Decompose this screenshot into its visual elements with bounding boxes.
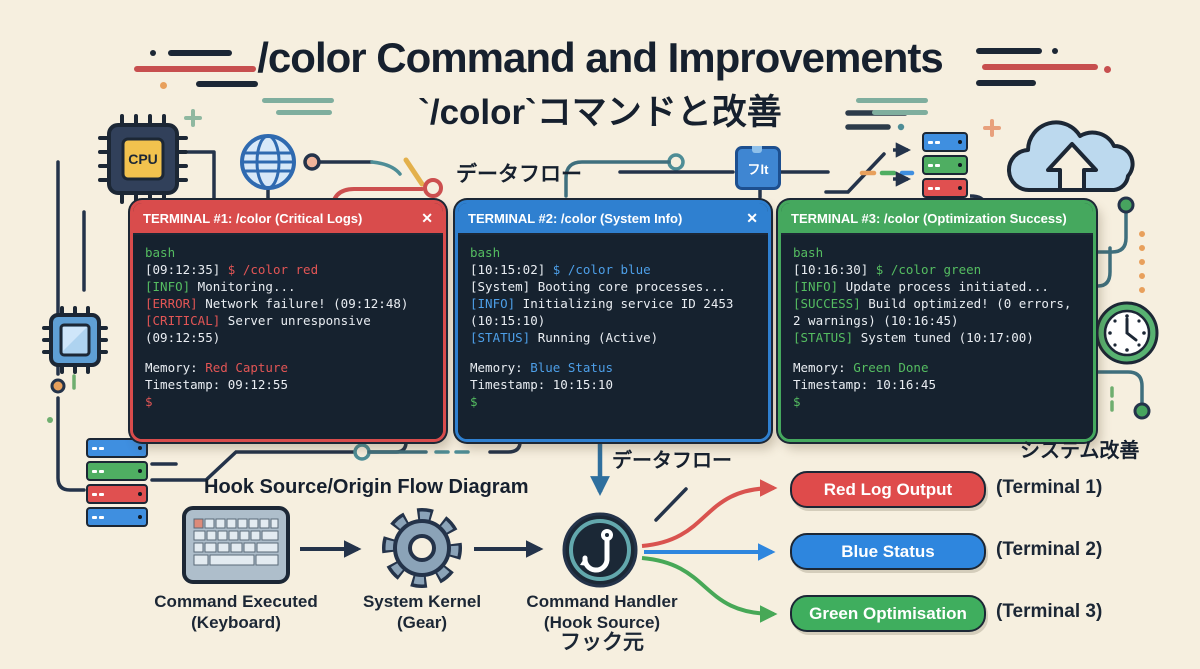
dataflow-label-bottom: データフロー bbox=[612, 450, 732, 472]
top-middle-connectors bbox=[184, 109, 1001, 205]
top-left-connectors bbox=[303, 153, 443, 214]
terminal-title: TERMINAL #1: /color (Critical Logs) bbox=[143, 210, 363, 226]
title-deco-line bbox=[976, 48, 1042, 54]
title-deco-line bbox=[168, 50, 232, 56]
cpu-chip-icon: CPU bbox=[98, 114, 188, 204]
mid-connectors bbox=[353, 428, 522, 461]
hook-to-red-arrow bbox=[641, 479, 778, 548]
red-log-output-pill[interactable]: Red Log Output bbox=[790, 471, 986, 508]
flow-diagram-heading: Hook Source/Origin Flow Diagram bbox=[204, 476, 529, 498]
title-deco-line bbox=[976, 80, 1036, 86]
server-stack-icon bbox=[922, 132, 968, 198]
close-icon[interactable]: ✕ bbox=[746, 209, 758, 226]
dataflow-pointer-line bbox=[654, 487, 688, 522]
title-deco-dot bbox=[160, 82, 167, 89]
server-stack-icon bbox=[86, 438, 148, 527]
title-deco-line bbox=[134, 66, 256, 72]
terminal-output: bash[10:15:02] $ /color blue[System] Boo… bbox=[458, 235, 768, 439]
title-deco-line bbox=[982, 64, 1098, 70]
globe-icon bbox=[240, 134, 296, 190]
terminal3-ref-label: (Terminal 3) bbox=[996, 601, 1103, 622]
small-chip-icon bbox=[42, 306, 108, 374]
hook-to-green-arrow bbox=[641, 556, 778, 623]
dataflow-label-top: データフロー bbox=[456, 163, 582, 186]
filter-chip-icon: フlt bbox=[735, 146, 781, 190]
filter-chip-label: フlt bbox=[747, 161, 769, 177]
keyboard-icon bbox=[182, 506, 290, 584]
plus-decoration bbox=[983, 119, 1001, 137]
title-deco-dot bbox=[150, 50, 156, 56]
title-deco-line bbox=[196, 81, 258, 87]
terminal-output: bash[09:12:35] $ /color red[INFO] Monito… bbox=[133, 235, 443, 439]
terminal-output: bash[10:16:30] $ /color green[INFO] Upda… bbox=[781, 235, 1093, 439]
plus-decoration bbox=[184, 109, 202, 127]
terminal1-ref-label: (Terminal 1) bbox=[996, 477, 1103, 498]
close-icon[interactable]: ✕ bbox=[421, 209, 433, 226]
page-subtitle: `/color`コマンドと改善 bbox=[418, 93, 782, 132]
terminal-title: TERMINAL #2: /color (System Info) bbox=[468, 210, 683, 226]
orange-dot-column bbox=[1139, 231, 1145, 293]
blue-status-pill[interactable]: Blue Status bbox=[790, 533, 986, 570]
page-title: /color Command and Improvements bbox=[257, 34, 943, 81]
node-dot bbox=[50, 378, 66, 394]
svg-text:CPU: CPU bbox=[128, 151, 158, 167]
terminal-window-1: TERMINAL #1: /color (Critical Logs) ✕ ba… bbox=[130, 200, 446, 442]
system-improvement-label: システム改善 bbox=[1020, 440, 1140, 462]
title-deco-dot bbox=[1052, 48, 1058, 54]
hook-caption-jp: フック元 bbox=[560, 631, 644, 654]
terminal-window-3: TERMINAL #3: /color (Optimization Succes… bbox=[778, 200, 1096, 442]
subtitle-deco-line bbox=[262, 98, 334, 103]
green-optimisation-pill[interactable]: Green Optimisation bbox=[790, 595, 986, 632]
terminal-titlebar: TERMINAL #3: /color (Optimization Succes… bbox=[781, 203, 1093, 235]
clock-icon bbox=[1095, 301, 1159, 365]
cloud-upload-icon bbox=[1006, 120, 1135, 193]
keyboard-caption: Command Executed (Keyboard) bbox=[154, 592, 318, 632]
upload-arrow bbox=[1046, 142, 1098, 192]
terminal-titlebar: TERMINAL #1: /color (Critical Logs) ✕ bbox=[133, 203, 443, 235]
hook-caption: Command Handler (Hook Source) bbox=[526, 592, 678, 632]
hook-icon bbox=[562, 512, 638, 588]
terminal2-ref-label: (Terminal 2) bbox=[996, 539, 1103, 560]
gear-icon bbox=[382, 508, 462, 588]
gear-caption: System Kernel (Gear) bbox=[362, 592, 482, 632]
subtitle-deco-line bbox=[872, 110, 928, 115]
title-deco-dot bbox=[1104, 66, 1111, 73]
terminal-title: TERMINAL #3: /color (Optimization Succes… bbox=[791, 210, 1067, 226]
subtitle-deco-line bbox=[856, 98, 928, 103]
terminal-window-2: TERMINAL #2: /color (System Info) ✕ bash… bbox=[455, 200, 771, 442]
subtitle-deco-line bbox=[276, 110, 332, 115]
terminal-titlebar: TERMINAL #2: /color (System Info) ✕ bbox=[458, 203, 768, 235]
